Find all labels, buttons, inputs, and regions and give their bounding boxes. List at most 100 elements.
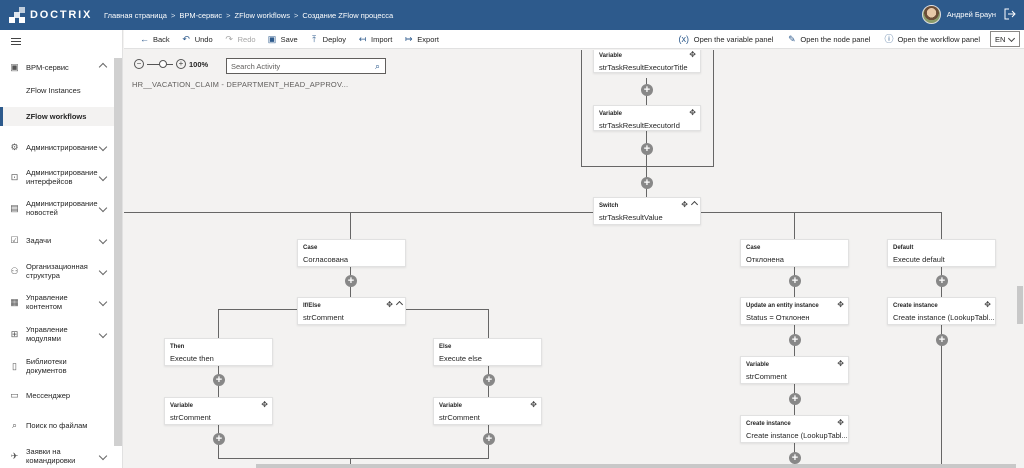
zoom-control: − + 100% [134,59,208,69]
chevron-down-icon [98,172,108,182]
sidebar-item-zflow-instances[interactable]: ZFlow Instances [26,86,81,95]
sidebar-item-messenger[interactable]: ▭ Мессенджер [10,389,71,400]
zoom-out-button[interactable]: − [134,59,144,69]
add-activity-button[interactable]: + [213,433,225,445]
connector-line [581,166,714,167]
workflow-canvas[interactable]: − + 100% Search Activity ⌕ HR__VACATION_… [124,50,1016,468]
language-select[interactable]: EN [990,31,1020,47]
add-activity-button[interactable]: + [641,177,653,189]
sidebar-item-libraries[interactable]: ▯ Библиотеки документов [0,356,114,376]
add-activity-button[interactable]: + [213,374,225,386]
collapse-icon[interactable] [690,200,699,209]
connector-line [713,50,714,167]
open-variable-panel-button[interactable]: (x) Open the variable panel [678,33,774,44]
search-activity-input[interactable]: Search Activity ⌕ [226,58,386,74]
add-activity-button[interactable]: + [789,393,801,405]
move-icon[interactable]: ✥ [837,300,844,309]
chevron-down-icon [98,235,108,245]
case-node-rejected[interactable]: Case Отклонена [740,239,849,267]
sidebar-item-interface-admin[interactable]: ⊡ Администрирование интерфейсов [0,167,114,187]
sidebar-item-news-admin[interactable]: ▤ Администрирование новостей [0,198,114,218]
add-activity-button[interactable]: + [789,452,801,464]
move-icon[interactable]: ✥ [530,400,537,409]
logo[interactable]: DOCTRIX [9,7,104,23]
user-menu[interactable]: Андрей Браун [921,5,996,24]
default-node[interactable]: Default Execute default [887,239,996,267]
breadcrumb-bpm[interactable]: BPM-сервис [179,10,223,20]
else-node[interactable]: Else Execute else [433,338,542,366]
move-icon[interactable]: ✥ [386,300,393,309]
case-node-approved[interactable]: Case Согласована [297,239,406,267]
sidebar-item-administration[interactable]: ⚙ Администрирование [0,141,114,153]
move-icon[interactable]: ✥ [689,50,696,59]
sidebar: ▣ BPM-сервис ZFlow Instances ZFlow workf… [0,30,123,468]
deploy-icon: ⤒ [312,33,317,44]
sidebar-item-file-search[interactable]: ⌕ Поиск по файлам [11,419,88,430]
switch-node[interactable]: Switch strTaskResultValue ✥ [593,197,701,225]
add-activity-button[interactable]: + [483,374,495,386]
org-icon: ⚇ [10,265,19,276]
sidebar-item-zflow-workflows[interactable]: ZFlow workflows [0,107,114,126]
sidebar-item-tasks[interactable]: ☑ Задачи [0,234,114,246]
undo-button[interactable]: ↶ Undo [182,33,213,44]
sidebar-item-bpm[interactable]: ▣ BPM-сервис [0,60,114,74]
add-activity-button[interactable]: + [345,275,357,287]
logout-icon[interactable] [1004,8,1016,20]
hamburger-menu-icon[interactable] [11,38,21,46]
connector-line [581,50,582,167]
create-instance-node[interactable]: Create instance Create instance (LookupT… [740,415,849,443]
open-node-panel-button[interactable]: ✎ Open the node panel [788,33,871,44]
if-else-node[interactable]: If/Else strComment ✥ [297,297,406,325]
connector-line [350,458,351,468]
update-entity-node[interactable]: Update an entity instance Status = Откло… [740,297,849,325]
toolbar: ← Back ↶ Undo ↷ Redo ▣ Save ⤒ Deploy ↤ I… [124,30,1024,49]
move-icon[interactable]: ✥ [689,108,696,117]
zoom-slider[interactable] [147,59,173,68]
move-icon[interactable]: ✥ [681,200,688,209]
content-icon: ▦ [10,296,19,307]
then-node[interactable]: Then Execute then [164,338,273,366]
connector-line [488,309,489,339]
move-icon[interactable]: ✥ [984,300,991,309]
move-icon[interactable]: ✥ [837,418,844,427]
chevron-down-icon [98,203,108,213]
sidebar-item-modules[interactable]: ⊞ Управление модулями [0,324,114,344]
import-button[interactable]: ↤ Import [358,33,393,44]
user-name: Андрей Браун [946,10,996,19]
back-button[interactable]: ← Back [140,33,170,44]
move-icon[interactable]: ✥ [261,400,268,409]
sidebar-item-org-structure[interactable]: ⚇ Организационная структура [0,261,114,281]
canvas-vertical-scrollbar[interactable] [1016,50,1024,468]
sidebar-scrollbar[interactable] [114,58,122,446]
breadcrumb-separator: > [226,10,231,20]
move-icon[interactable]: ✥ [837,359,844,368]
add-activity-button[interactable]: + [641,143,653,155]
variable-node[interactable]: Variable strComment ✥ [164,397,273,425]
collapse-icon[interactable] [395,300,404,309]
breadcrumb-zflow-workflows[interactable]: ZFlow workflows [234,10,290,20]
sidebar-item-business-trips[interactable]: ✈ Заявки на командировки [0,446,114,466]
redo-button[interactable]: ↷ Redo [225,33,256,44]
open-workflow-panel-button[interactable]: ⓘ Open the workflow panel [884,33,980,44]
deploy-button[interactable]: ⤒ Deploy [310,33,346,44]
variable-node[interactable]: Variable strComment ✥ [433,397,542,425]
add-activity-button[interactable]: + [483,433,495,445]
sidebar-item-content[interactable]: ▦ Управление контентом [0,292,114,312]
add-activity-button[interactable]: + [789,334,801,346]
save-button[interactable]: ▣ Save [267,33,298,44]
search-icon: ⌕ [374,61,380,71]
variable-node[interactable]: Variable strTaskResultExecutorTitle ✥ [593,50,701,73]
add-activity-button[interactable]: + [789,275,801,287]
variable-node[interactable]: Variable strTaskResultExecutorId ✥ [593,105,701,131]
logo-text: DOCTRIX [30,9,93,21]
variable-node[interactable]: Variable strComment ✥ [740,356,849,384]
canvas-horizontal-scrollbar[interactable] [256,464,1016,468]
breadcrumb-home[interactable]: Главная страница [104,10,167,20]
add-activity-button[interactable]: + [936,334,948,346]
add-activity-button[interactable]: + [641,84,653,96]
export-button[interactable]: ↦ Export [405,33,439,44]
add-activity-button[interactable]: + [936,275,948,287]
create-instance-node[interactable]: Create instance Create instance (LookupT… [887,297,996,325]
zoom-in-button[interactable]: + [176,59,186,69]
library-icon: ▯ [12,360,17,371]
